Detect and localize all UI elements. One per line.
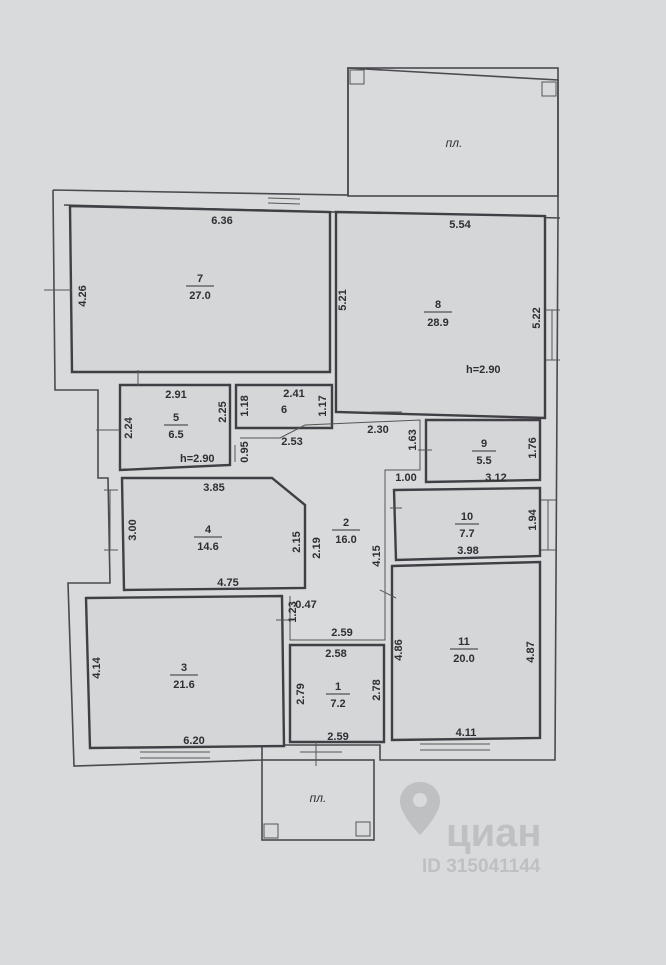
dimension-labels: 6.36 4.26 5.54 5.21 5.22 2.91 2.24 2.25 … — [77, 215, 543, 747]
dim-r5-right: 2.25 — [217, 401, 229, 422]
room-10-area: 7.7 — [459, 528, 474, 540]
dim-r7-width: 6.36 — [211, 215, 232, 227]
room-2-outline — [240, 419, 421, 641]
dim-r4-bottom: 4.75 — [217, 577, 238, 589]
dim-r4-top: 3.85 — [203, 482, 224, 494]
room-8 — [334, 210, 547, 420]
balcony-bottom-corner — [355, 821, 371, 837]
dim-r11-left: 4.86 — [393, 639, 405, 660]
room-1-number: 1 — [335, 681, 341, 693]
room-11-number: 11 — [458, 636, 470, 648]
dim-r6-width: 2.41 — [283, 388, 304, 400]
room-11 — [390, 560, 542, 742]
dim-258: 2.58 — [325, 648, 346, 660]
room-11-area: 20.0 — [453, 653, 474, 665]
dim-r4-left: 3.00 — [127, 519, 139, 540]
dim-r6-left: 1.18 — [239, 395, 251, 416]
balcony-bottom-label: пл. — [310, 791, 327, 805]
dim-r5-width: 2.91 — [165, 389, 186, 401]
dim-047: 0.47 — [295, 599, 316, 611]
dim-r2-left: 2.19 — [311, 537, 323, 558]
dim-r10-bottom: 3.98 — [457, 545, 478, 557]
dim-r1-left: 2.79 — [295, 683, 307, 704]
watermark-brand: циан — [446, 811, 542, 855]
dim-r3-bottom: 6.20 — [183, 735, 204, 747]
balcony-bottom — [261, 759, 375, 841]
dim-r8-left: 5.21 — [337, 289, 349, 310]
room-8-number: 8 — [435, 299, 441, 311]
room-8-area: 28.9 — [427, 317, 448, 329]
dim-123: 1.23 — [287, 601, 299, 622]
dim-230: 2.30 — [367, 424, 388, 436]
room-7 — [68, 204, 332, 374]
dim-r7-height: 4.26 — [77, 285, 89, 306]
dim-259a: 2.59 — [331, 627, 352, 639]
dim-163: 1.63 — [407, 429, 419, 450]
room-3 — [84, 594, 286, 750]
room-5 — [118, 383, 232, 472]
dim-r5-left: 2.24 — [123, 416, 135, 438]
room-9-number: 9 — [481, 438, 487, 450]
room-2-area: 16.0 — [335, 534, 356, 546]
room-1-area: 7.2 — [330, 698, 345, 710]
room-2-number: 2 — [343, 517, 349, 529]
room-5-number: 5 — [173, 412, 179, 424]
dim-r10-right: 1.94 — [527, 508, 539, 530]
dim-r1-bottom: 2.59 — [327, 731, 348, 743]
room-8-height: h=2.90 — [466, 364, 501, 376]
location-pin-icon — [400, 782, 440, 835]
dim-r4-right: 2.15 — [291, 531, 303, 552]
doors — [44, 289, 432, 766]
room-4-number: 4 — [205, 524, 212, 536]
dim-r9-bottom: 3.12 — [485, 472, 506, 484]
room-5-height: h=2.90 — [180, 453, 215, 465]
dim-100: 1.00 — [395, 472, 416, 484]
balcony-top-corner — [349, 69, 365, 85]
outer-wall — [52, 67, 559, 767]
room-7-area: 27.0 — [189, 290, 210, 302]
room-4 — [120, 476, 307, 592]
room-6-number: 6 — [281, 404, 287, 416]
room-3-number: 3 — [181, 662, 187, 674]
room-7-number: 7 — [197, 273, 203, 285]
dim-r6-right: 1.17 — [317, 395, 329, 416]
room-6 — [234, 383, 334, 430]
dim-r9-right: 1.76 — [527, 437, 539, 458]
balcony-top-label: пл. — [446, 136, 463, 150]
dim-r8-right: 5.22 — [531, 307, 543, 328]
dim-r6-bottom: 2.53 — [281, 436, 302, 448]
dim-095: 0.95 — [239, 441, 251, 462]
room-3-area: 21.6 — [173, 679, 194, 691]
room-10-number: 10 — [461, 511, 473, 523]
dim-r1-right: 2.78 — [371, 679, 383, 700]
balcony-bottom-corner — [263, 823, 279, 839]
balcony-top — [347, 67, 559, 197]
dim-r3-left: 4.14 — [91, 656, 103, 678]
room-9-area: 5.5 — [476, 455, 491, 467]
room-4-area: 14.6 — [197, 541, 218, 553]
dim-r8-width: 5.54 — [449, 219, 471, 231]
watermark-id: ID 315041144 — [422, 856, 541, 877]
room-5-area: 6.5 — [168, 429, 183, 441]
dim-r2-right: 4.15 — [371, 545, 383, 566]
dim-r11-right: 4.87 — [525, 641, 537, 662]
room-labels: 7 27.0 8 28.9 5 6.5 6 9 5.5 4 14.6 2 16.… — [164, 273, 496, 710]
balcony-top-corner — [541, 81, 557, 97]
windows — [104, 197, 560, 759]
dim-r11-bottom: 4.11 — [456, 727, 477, 739]
watermark: циан ID 315041144 — [400, 782, 542, 877]
